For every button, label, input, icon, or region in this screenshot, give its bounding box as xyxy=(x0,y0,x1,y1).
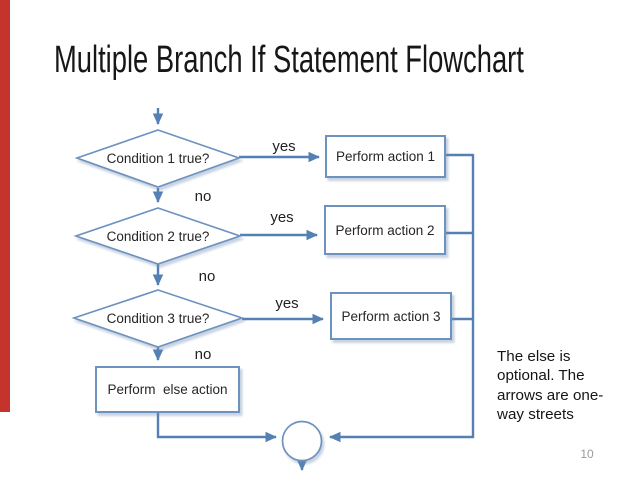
yes-label-3: yes xyxy=(275,294,299,312)
else-to-circle-arrow xyxy=(156,412,277,443)
no-label-2: no xyxy=(198,267,216,285)
page-number: 10 xyxy=(580,447,594,461)
no-label-3: no xyxy=(194,345,212,363)
action-box-2-label: Perform action 2 xyxy=(335,222,435,238)
no-label-1: no xyxy=(194,187,212,205)
trunk-to-circle-arrow xyxy=(329,154,475,443)
left-accent-bar xyxy=(0,0,10,412)
side-note-line-1: The else is xyxy=(497,348,571,365)
side-note-line-4: way streets xyxy=(497,406,574,424)
condition-2-label: Condition 2 true? xyxy=(106,228,210,244)
connector-circle xyxy=(281,420,323,462)
diamond-condition-2 xyxy=(73,207,243,265)
action-box-3-label: Perform action 3 xyxy=(341,308,441,324)
diamond-condition-1 xyxy=(74,129,242,188)
condition-1-label: Condition 1 true? xyxy=(106,150,210,166)
side-note: The else is optional. The arrows are one… xyxy=(497,347,633,425)
action-box-2: Perform action 2 xyxy=(324,205,446,255)
yes-label-1: yes xyxy=(272,137,296,155)
diamond-condition-3 xyxy=(71,289,245,348)
action-box-1-label: Perform action 1 xyxy=(335,149,436,164)
side-note-line-3: arrows are one- xyxy=(497,386,604,404)
action-box-1: Perform action 1 xyxy=(325,135,446,178)
slide-title: Multiple Branch If Statement Flowchart xyxy=(54,39,524,81)
side-note-line-2: optional. The xyxy=(497,367,585,385)
yes-label-2: yes xyxy=(270,208,294,226)
else-action-box: Perform else action xyxy=(95,366,240,413)
else-action-label: Perform else action xyxy=(107,382,228,397)
action-box-3: Perform action 3 xyxy=(330,292,452,340)
condition-3-label: Condition 3 true? xyxy=(106,310,210,326)
